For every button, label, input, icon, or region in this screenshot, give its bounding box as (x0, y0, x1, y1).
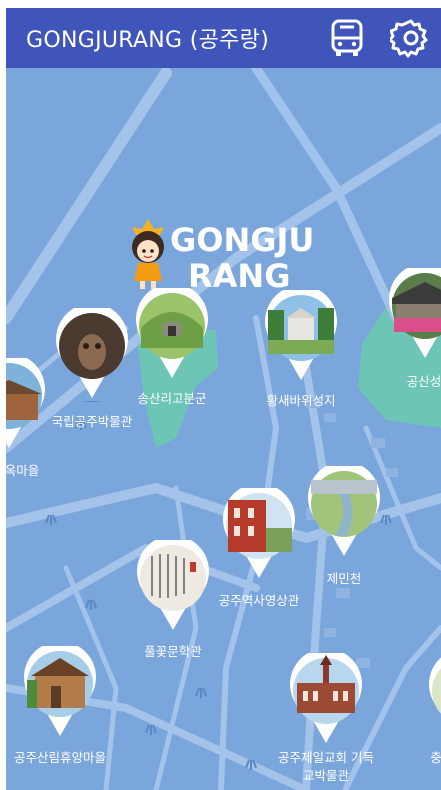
place-pin[interactable] (134, 540, 212, 634)
place-pin[interactable] (6, 358, 48, 452)
place-label[interactable]: 공주역사영상관 (218, 593, 300, 608)
place-pin[interactable] (305, 466, 383, 560)
place-label[interactable]: 옥마을 (6, 463, 40, 478)
place-pin[interactable] (386, 268, 441, 362)
place-pin[interactable] (287, 653, 365, 747)
bus-icon[interactable] (326, 17, 368, 59)
place-label[interactable]: 공산성 (406, 374, 441, 389)
logo-line2: RANG (188, 257, 290, 295)
place-pin[interactable] (21, 646, 99, 740)
app-title: GONGJURANG (공주랑) (26, 28, 270, 53)
place-label[interactable]: 풀꽃문학관 (144, 644, 202, 659)
place-label[interactable]: 충 (430, 750, 441, 765)
app-bar: GONGJURANG (공주랑) (6, 8, 441, 68)
place-pin[interactable] (262, 290, 340, 384)
place-pin[interactable] (220, 488, 298, 582)
logo-line1: GONGJU (170, 221, 314, 259)
gear-icon[interactable] (388, 17, 432, 59)
place-pin[interactable] (133, 288, 211, 382)
place-label[interactable]: 공주제일교회 기독교박물관 (278, 750, 374, 783)
place-pin[interactable] (53, 308, 131, 402)
place-label[interactable]: 공주산림휴양마을 (13, 750, 107, 765)
place-label[interactable]: 황새바위성지 (266, 393, 336, 408)
app-window: GONGJURANG (공주랑) (6, 8, 441, 790)
place-label[interactable]: 국립공주박물관 (51, 414, 133, 429)
place-label[interactable]: 제민천 (326, 571, 362, 586)
place-pin[interactable] (426, 653, 441, 747)
gongjurang-logo: GONGJU RANG (120, 211, 330, 300)
map-view[interactable]: GONGJU RANG 국립공주박물관 송산리고분군 (6, 68, 441, 790)
mascot-icon (132, 219, 164, 289)
place-label[interactable]: 송산리고분군 (137, 391, 207, 406)
